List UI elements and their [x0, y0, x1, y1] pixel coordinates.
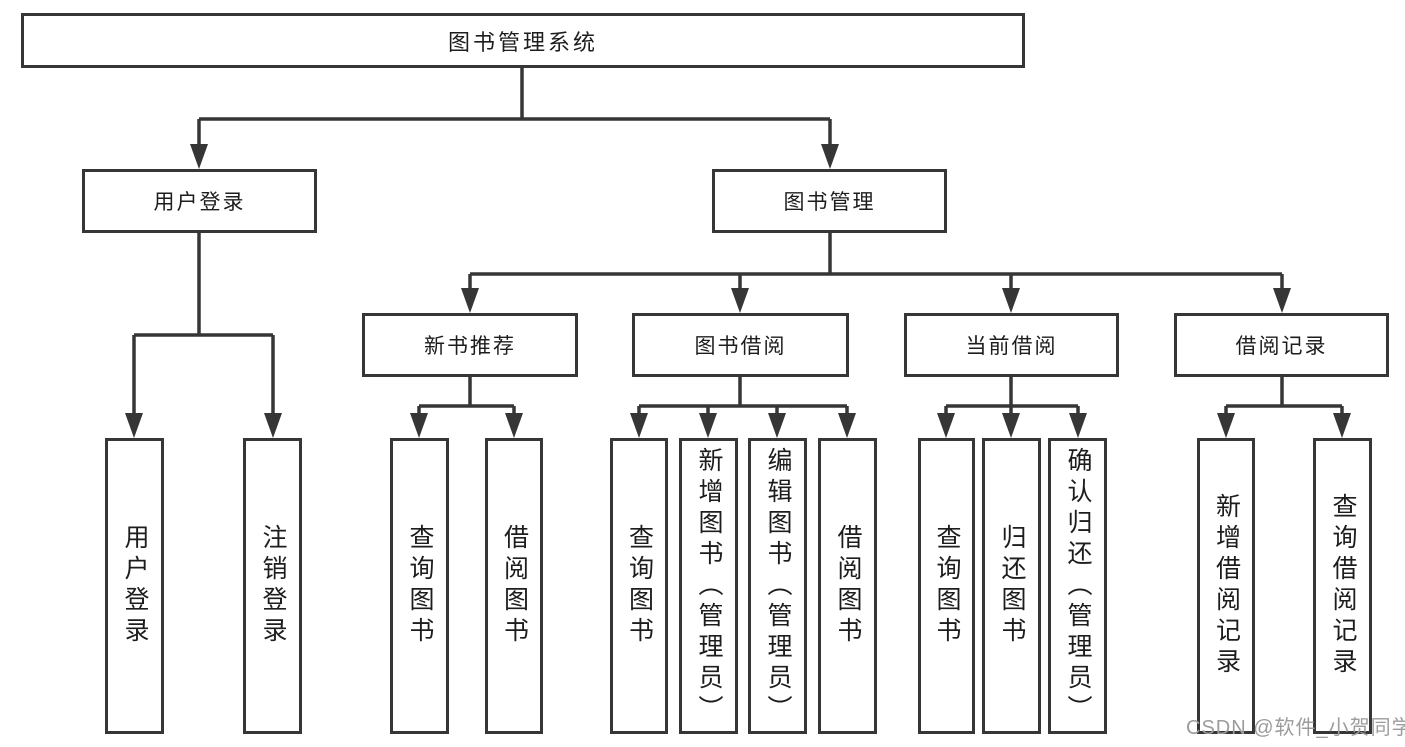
- node-label: 图书管理系统: [447, 29, 598, 55]
- node-label: 新增图书（管理员）: [695, 446, 723, 726]
- node-book-management: 图书管理: [712, 169, 947, 233]
- leaf-return-books: 归还图书: [982, 438, 1041, 734]
- leaf-confirm-return-admin: 确认归还（管理员）: [1048, 438, 1107, 734]
- connector-root-to-level2: [197, 68, 832, 146]
- arrow-down-icon: [838, 413, 856, 438]
- node-label: 确认归还（管理员）: [1064, 446, 1092, 726]
- node-label: 借阅记录: [1235, 335, 1328, 358]
- arrow-down-icon: [1217, 413, 1235, 438]
- node-book-borrowing: 图书借阅: [632, 313, 849, 377]
- node-library-system: 图书管理系统: [21, 13, 1025, 68]
- node-label: 查询借阅记录: [1329, 493, 1357, 679]
- node-label: 查询图书: [625, 524, 654, 648]
- arrow-down-icon: [937, 413, 955, 438]
- node-current-borrowing: 当前借阅: [904, 313, 1119, 377]
- arrow-down-icon: [1069, 413, 1087, 438]
- node-label: 当前借阅: [965, 335, 1058, 358]
- arrow-down-icon: [505, 413, 523, 438]
- arrow-down-icon: [1002, 413, 1020, 438]
- arrow-down-icon: [699, 413, 717, 438]
- node-new-book-recommend: 新书推荐: [362, 313, 578, 377]
- node-label: 借阅图书: [500, 524, 529, 648]
- node-label: 新书推荐: [424, 335, 516, 358]
- connector-book-mgmt-children: [468, 233, 1284, 290]
- node-label: 查询图书: [933, 524, 961, 648]
- connector-borrow-records-children: [1224, 377, 1344, 415]
- node-label: 新增借阅记录: [1212, 493, 1241, 679]
- connector-new-book-rec-children: [417, 377, 516, 415]
- leaf-logout: 注销登录: [243, 438, 302, 734]
- arrow-down-icon: [1333, 413, 1351, 438]
- node-label: 编辑图书（管理员）: [764, 446, 792, 726]
- node-label: 图书管理: [783, 191, 876, 214]
- node-label: 查询图书: [406, 524, 434, 648]
- node-user-login: 用户登录: [82, 169, 317, 233]
- arrow-down-icon: [190, 144, 208, 169]
- arrow-down-icon: [410, 413, 428, 438]
- leaf-query-borrow-record: 查询借阅记录: [1313, 438, 1372, 734]
- node-label: 用户登录: [153, 191, 246, 214]
- arrow-down-icon: [125, 413, 143, 438]
- node-borrowing-records: 借阅记录: [1174, 313, 1389, 377]
- arrow-down-icon: [461, 288, 479, 313]
- arrow-down-icon: [630, 413, 648, 438]
- arrow-down-icon: [768, 413, 786, 438]
- leaf-add-books-admin: 新增图书（管理员）: [679, 438, 738, 734]
- node-label: 用户登录: [121, 524, 149, 648]
- leaf-borrow-books-1: 借阅图书: [485, 438, 543, 734]
- arrowheads: [125, 144, 1351, 438]
- node-label: 归还图书: [998, 524, 1026, 648]
- leaf-query-books-1: 查询图书: [390, 438, 449, 734]
- connector-user-login-children: [132, 233, 275, 415]
- connector-book-borrow-children: [637, 377, 849, 415]
- node-label: 图书借阅: [694, 335, 787, 358]
- arrow-down-icon: [731, 288, 749, 313]
- arrow-down-icon: [821, 144, 839, 169]
- leaf-query-books-2: 查询图书: [610, 438, 668, 734]
- leaf-edit-books-admin: 编辑图书（管理员）: [748, 438, 807, 734]
- connector-current-borrow-children: [944, 377, 1080, 415]
- arrow-down-icon: [1002, 288, 1020, 313]
- leaf-user-login: 用户登录: [105, 438, 164, 734]
- leaf-borrow-books-2: 借阅图书: [818, 438, 877, 734]
- csdn-watermark: CSDN @软件_小贺同学: [1186, 717, 1405, 739]
- arrow-down-icon: [264, 413, 282, 438]
- node-label: 注销登录: [259, 524, 287, 648]
- node-label: 借阅图书: [834, 524, 862, 648]
- arrow-down-icon: [1273, 288, 1291, 313]
- leaf-query-books-3: 查询图书: [918, 438, 975, 734]
- leaf-add-borrow-record: 新增借阅记录: [1197, 438, 1255, 734]
